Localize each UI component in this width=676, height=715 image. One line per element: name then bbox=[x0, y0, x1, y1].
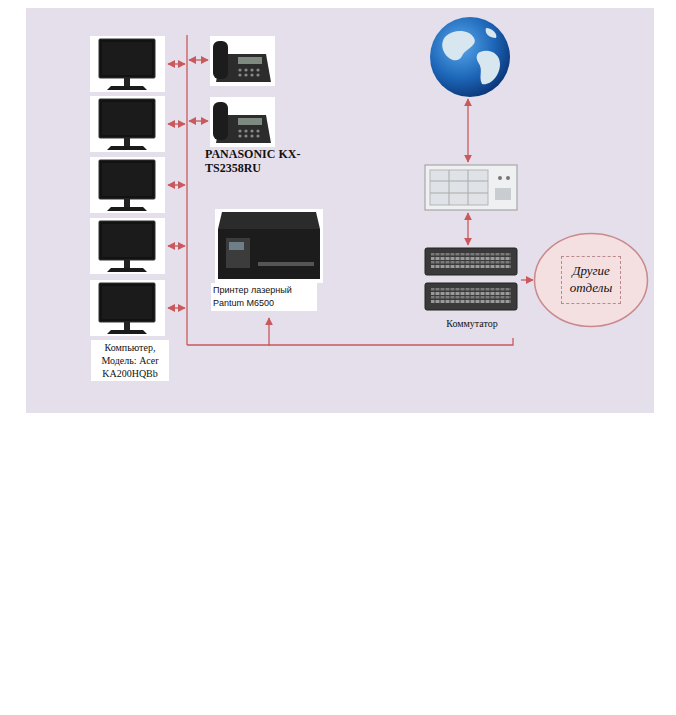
phone-node: PANASONIC KX-TS2358RU bbox=[205, 95, 319, 179]
monitor-icon bbox=[90, 96, 165, 152]
dashed-frame: Другие отделы bbox=[561, 256, 621, 304]
switch-icon bbox=[425, 283, 517, 310]
monitor-icon bbox=[90, 157, 165, 213]
node-label: Принтер лазерный Pantum M6500 bbox=[211, 283, 317, 311]
printer-icon bbox=[215, 209, 323, 283]
globe-icon bbox=[430, 17, 510, 97]
monitor-icon bbox=[90, 36, 165, 92]
phone-icon bbox=[210, 97, 275, 147]
printer-node: Принтер лазерный Pantum M6500 bbox=[211, 208, 327, 318]
switch-node: Коммутатор bbox=[423, 246, 521, 338]
computer-node: Компьютер, Модель: Acer KA200HQBb bbox=[85, 278, 175, 384]
node-label: Другие отделы bbox=[567, 263, 615, 297]
phone-icon bbox=[210, 36, 275, 86]
node-label: Коммутатор bbox=[423, 318, 521, 330]
node-label: Компьютер, Модель: Acer KA200HQBb bbox=[91, 340, 169, 381]
connector bbox=[521, 279, 533, 280]
switch-icon bbox=[425, 248, 517, 275]
monitor-icon bbox=[90, 218, 165, 274]
server-icon bbox=[425, 165, 517, 210]
node-label: PANASONIC KX-TS2358RU bbox=[205, 147, 313, 176]
background-panel bbox=[26, 8, 654, 413]
monitor-icon bbox=[90, 280, 165, 336]
bus-wires bbox=[168, 35, 468, 345]
ellipse-shape bbox=[535, 234, 648, 327]
ellipse-node: Другие отделы bbox=[533, 232, 649, 328]
